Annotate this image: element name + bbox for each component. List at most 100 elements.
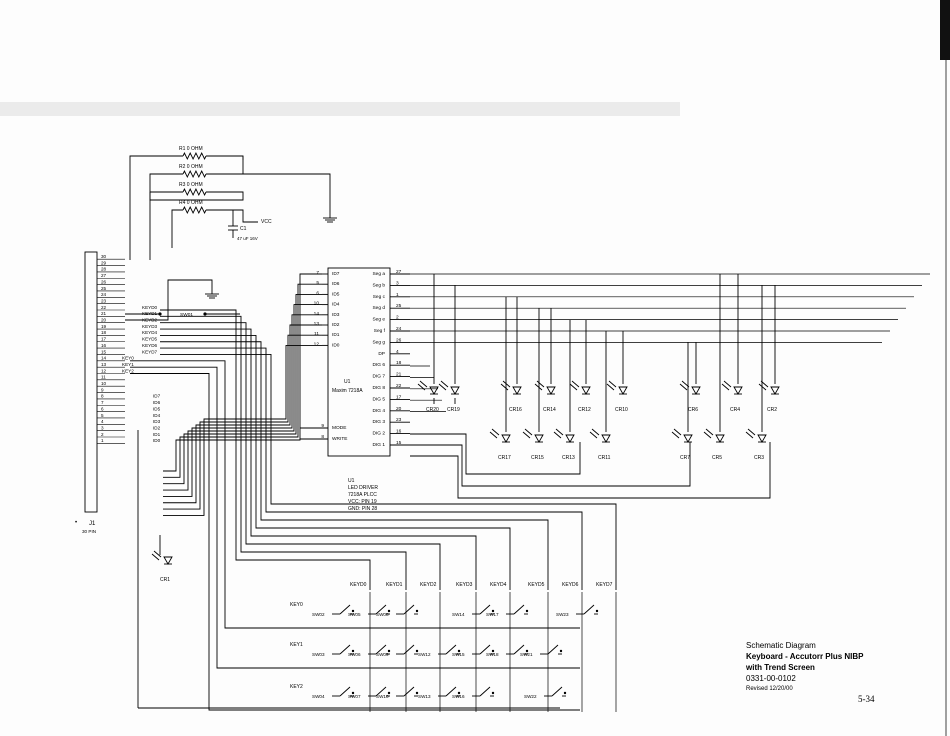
wire: [160, 328, 477, 590]
led-label: CR1: [160, 577, 170, 583]
led-arrow: [502, 380, 511, 388]
led-label: CR14: [543, 407, 556, 413]
led-cr4: CR4: [721, 380, 743, 413]
revision-date: Revised 12/20/00: [746, 686, 793, 692]
u1-pin-name: WRITE: [332, 436, 347, 442]
key-column-label: KEYD2: [420, 582, 437, 588]
switch-blade: [547, 644, 559, 655]
led-triangle: [581, 386, 591, 395]
switch-contact: [525, 649, 529, 653]
u1-pin-number: 2: [396, 315, 399, 321]
wire: [163, 283, 322, 478]
wire: [206, 173, 331, 212]
led-arrow: [419, 380, 428, 388]
wire: [130, 366, 580, 669]
led-arrow: [534, 383, 543, 391]
led-cr15: CR15: [522, 428, 544, 461]
resistor-3: [182, 187, 207, 197]
switch-blade: [479, 686, 491, 697]
led-triangle: [691, 386, 701, 395]
led-label: CR10: [615, 407, 628, 413]
j1-row-label: KEYD0: [142, 305, 158, 310]
led-arrow: [500, 383, 509, 391]
wire: [171, 209, 183, 248]
page-number: 5-34: [858, 694, 875, 704]
switch-sw08: SW08: [376, 604, 419, 617]
u1-pin-number: 20: [396, 406, 402, 412]
j1-type: 30 PIN: [82, 529, 96, 534]
led-arrow: [524, 428, 533, 436]
u1-pin-name: Seg g: [372, 339, 385, 345]
j1-pin-number: 7: [101, 400, 104, 405]
led-triangle: [733, 386, 743, 395]
resistor-label: R1 0 OHM: [179, 146, 203, 152]
switch-sw03: SW03: [312, 644, 355, 657]
u1-pin-number: 7: [316, 270, 319, 276]
led-label: CR7: [680, 455, 690, 461]
led-arrow: [489, 431, 498, 439]
switch-sw14: SW14: [452, 604, 495, 617]
u1-ref: U1: [344, 379, 351, 385]
u1-pin-number: 6: [316, 290, 319, 296]
j1-pin-number: 1: [101, 438, 104, 443]
led-arrow: [673, 428, 682, 436]
switch-contact: [387, 691, 391, 695]
led-triangle: [429, 386, 439, 395]
u1-pin-name: Seg f: [374, 328, 386, 334]
switch-contact: [491, 609, 495, 613]
led-arrow: [555, 428, 564, 436]
led-arrow: [679, 383, 688, 391]
led-arrow: [705, 428, 714, 436]
u1-pin-name: DIG 5: [372, 396, 385, 402]
led-cr17: CR17: [489, 428, 511, 461]
j1-row-label: KEY0: [122, 356, 134, 361]
switch-sw18: SW18: [486, 644, 529, 657]
switch-contact: [595, 609, 599, 613]
u1-pin-number: 16: [396, 429, 402, 435]
title-line-2: Keyboard - Accutorr Plus NIBP: [746, 652, 864, 661]
led-arrow: [758, 383, 767, 391]
u1-note: LED DRIVER: [348, 485, 378, 491]
led-label: CR16: [509, 407, 522, 413]
u1-pin-number: 8: [321, 434, 324, 440]
switch-label: SW17: [486, 612, 499, 617]
u1-pin-number: 5: [316, 280, 319, 286]
switch-label: SW15: [452, 652, 465, 657]
j1-row-label: KEY2: [122, 368, 134, 373]
led-cr14: CR14: [534, 380, 556, 413]
led-triangle: [512, 386, 522, 395]
switch-blade: [375, 604, 387, 615]
j1-pin-number: 14: [101, 356, 107, 361]
switch-contact: [387, 609, 391, 613]
j1-pin-number: 9: [101, 387, 104, 392]
switch-sw17: SW17: [486, 604, 529, 617]
j1-row-label: ID4: [153, 413, 161, 418]
j1-pin-number: 22: [101, 305, 107, 310]
led-arrow: [440, 380, 449, 388]
key-column-label: KEYD7: [596, 582, 613, 588]
vcc-label: VCC: [261, 219, 272, 225]
resistor-4: [182, 205, 207, 215]
u1-pin-number: 15: [396, 440, 402, 446]
switch-contact: [415, 609, 419, 613]
j1-pin-number: 15: [101, 349, 107, 354]
u1-pin-number: 17: [396, 394, 402, 400]
wire: [410, 442, 691, 487]
led-triangle: [163, 556, 173, 565]
wire: [160, 354, 617, 590]
switch-label: SW16: [452, 694, 465, 699]
switch-contact: [387, 649, 391, 653]
switch-sw23: SW23: [556, 604, 599, 617]
part-number: 0331-00-0102: [746, 674, 796, 683]
j1-pin-number: 26: [101, 279, 107, 284]
wire: [125, 279, 213, 321]
u1-pin-name: MODE: [332, 425, 346, 431]
resistor-zigzag: [182, 151, 207, 161]
switch-label: SW08: [376, 612, 389, 617]
led-arrow: [522, 431, 531, 439]
switch-sw06: SW06: [348, 644, 391, 657]
j1-pin-number: 19: [101, 324, 107, 329]
switch-contact: [563, 691, 567, 695]
capacitor-ref: C1: [240, 226, 247, 232]
wire: [163, 334, 322, 510]
